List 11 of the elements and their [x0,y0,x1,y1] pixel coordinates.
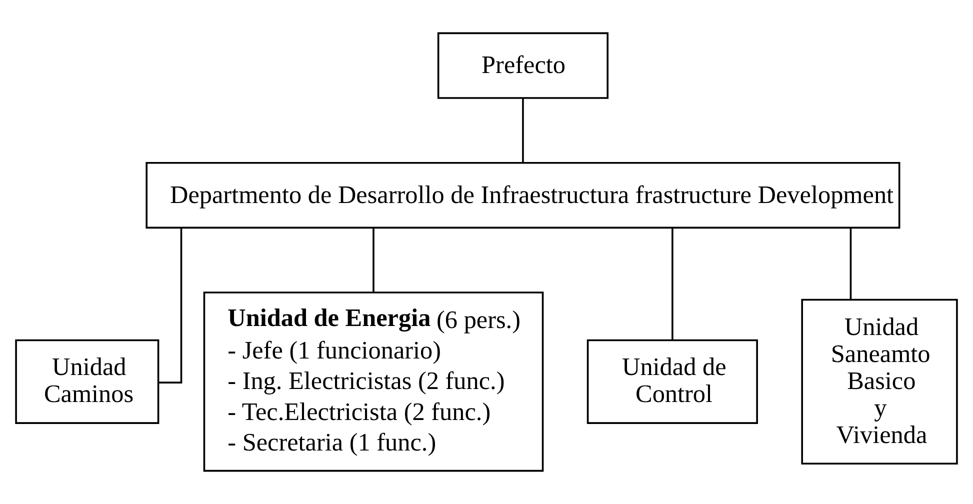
connector [672,228,674,340]
node-box: Unidad Saneamto Basico y Vivienda [801,298,958,464]
node-box: Unidad de Energia (6 pers.) - Jefe (1 funcionario) - Ing. Electricistas (2 func.) - Tec.Electricista (2 func.) - Secretaria (1 func.) [203,292,544,472]
node-box: Prefecto [437,32,608,99]
node-box: Unidad de Control [586,339,758,424]
connector [372,228,374,292]
connector [158,228,182,384]
connector [850,228,852,300]
node-box: Unidad Caminos [15,339,160,424]
node-box: Departmento de Desarrollo de Infraestructura frastructure Development [146,162,900,229]
connector [522,98,524,162]
